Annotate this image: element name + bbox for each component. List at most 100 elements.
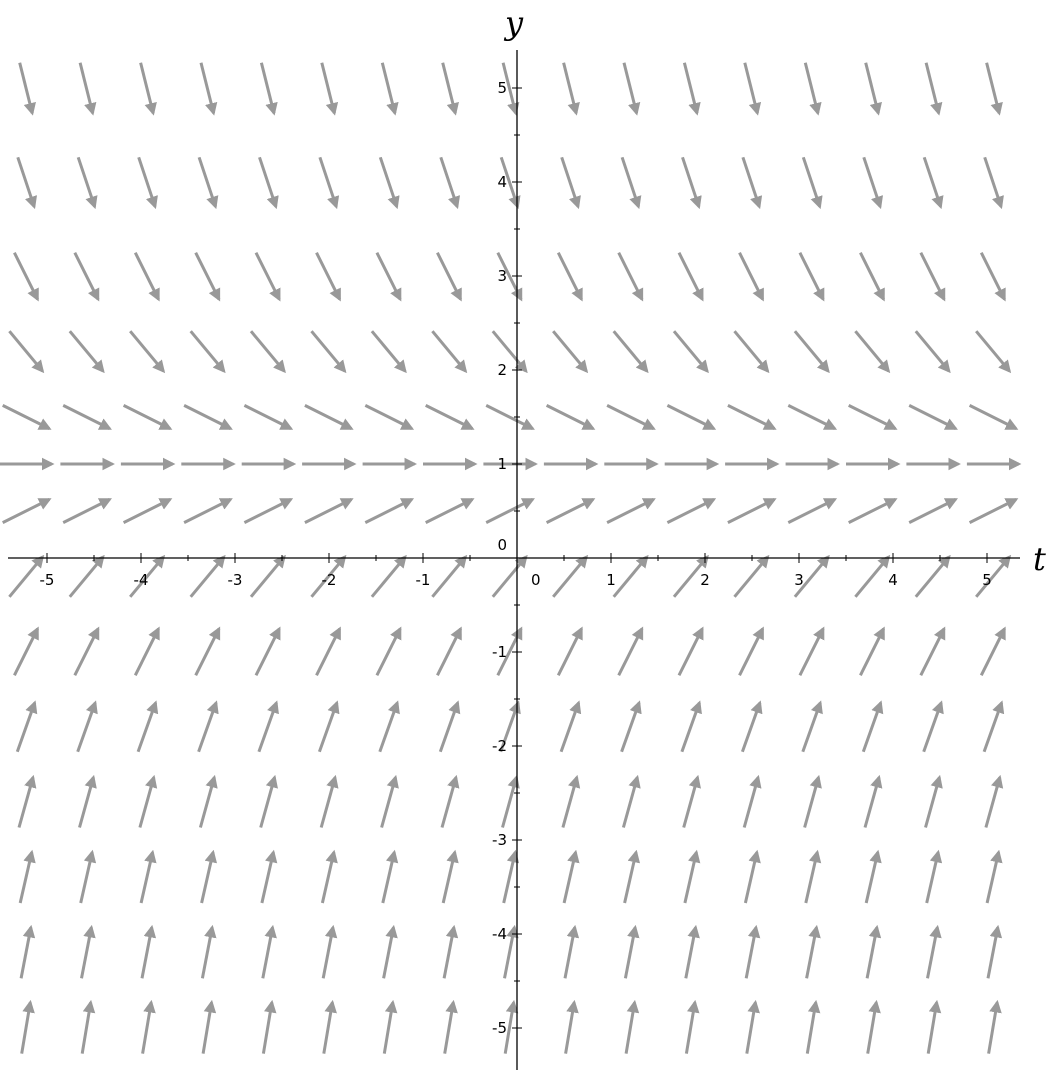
slope-arrow-r11-c10 — [623, 849, 641, 904]
slope-arrow-r12-c16 — [986, 924, 1003, 979]
slope-arrow-r12-c6 — [382, 924, 398, 979]
slope-arrow-r8-c12 — [738, 626, 765, 676]
slope-arrow-r7-c16 — [975, 554, 1012, 598]
slope-arrow-r13-c13 — [805, 999, 821, 1054]
slope-arrow-r8-c1 — [73, 626, 100, 676]
slope-arrow-r1-c4 — [258, 156, 279, 210]
slope-arrow-r9-c7 — [438, 700, 461, 753]
slope-arrow-r3-c8 — [491, 330, 528, 374]
slope-arrow-r3-c10 — [612, 330, 649, 374]
slope-arrow-r9-c4 — [257, 700, 279, 753]
slope-arrow-r8-c0 — [13, 626, 39, 676]
slope-arrow-r8-c14 — [859, 626, 885, 676]
slope-arrow-r6-c3 — [183, 498, 233, 524]
slope-arrow-r4-c13 — [787, 404, 838, 430]
slope-arrow-r0-c13 — [803, 62, 822, 116]
slope-arrow-r7-c7 — [431, 554, 468, 598]
slope-arrow-r0-c0 — [18, 62, 36, 116]
slope-arrow-r11-c7 — [441, 849, 459, 904]
t-tick-label-1: -4 — [134, 571, 149, 589]
slope-arrow-r10-c12 — [742, 774, 762, 828]
slope-arrow-r4-c16 — [968, 404, 1019, 430]
slope-arrow-r9-c11 — [680, 700, 702, 753]
slope-arrow-r6-c6 — [364, 498, 415, 524]
slope-arrow-r6-c16 — [968, 498, 1019, 524]
slope-arrow-r8-c4 — [254, 626, 281, 676]
slope-arrow-r2-c0 — [13, 252, 39, 302]
y-tick-label-3: -2 — [492, 737, 507, 755]
slope-arrow-r11-c13 — [804, 849, 822, 904]
slope-arrow-r13-c6 — [382, 999, 398, 1054]
slope-arrow-r0-c12 — [743, 62, 762, 116]
slope-arrow-r7-c10 — [612, 554, 649, 598]
slope-arrow-r7-c9 — [552, 554, 589, 598]
slope-arrow-r8-c2 — [133, 626, 160, 676]
slope-arrow-r3-c16 — [975, 330, 1012, 374]
slope-arrow-r6-c9 — [545, 498, 596, 524]
t-tick-label-4: -1 — [416, 571, 431, 589]
slope-arrow-r13-c9 — [564, 999, 579, 1054]
slope-arrow-r1-c10 — [620, 156, 642, 210]
y-tick-label-7: 2 — [497, 361, 507, 379]
slope-arrow-r2-c16 — [979, 252, 1006, 302]
slope-arrow-r8-c5 — [315, 626, 342, 676]
slope-arrow-r9-c2 — [136, 700, 159, 753]
slope-arrow-r2-c5 — [315, 252, 342, 302]
slope-arrow-r1-c0 — [16, 156, 38, 210]
slope-arrow-r6-c7 — [425, 498, 475, 524]
slope-arrow-r7-c12 — [733, 554, 770, 598]
slope-arrow-r1-c5 — [318, 156, 340, 210]
slope-arrow-r7-c6 — [370, 554, 407, 598]
slope-arrow-r11-c1 — [79, 849, 97, 904]
slope-arrow-r6-c1 — [62, 498, 112, 524]
slope-arrow-r12-c12 — [744, 924, 761, 979]
t-axis-label: t — [1033, 540, 1046, 578]
slope-arrow-r10-c10 — [621, 774, 641, 828]
slope-arrow-r6-c10 — [606, 498, 656, 524]
slope-arrow-r4-c2 — [122, 404, 173, 430]
slope-arrow-r4-c10 — [606, 404, 656, 430]
slope-arrow-r13-c12 — [745, 999, 760, 1054]
slope-arrow-r13-c3 — [201, 999, 217, 1054]
slope-arrow-r9-c15 — [922, 700, 944, 753]
slope-arrow-r0-c10 — [622, 62, 641, 116]
slope-arrow-r7-c5 — [310, 554, 347, 598]
slope-arrow-r0-c15 — [924, 62, 943, 116]
y-tick-label-9: 4 — [497, 173, 507, 191]
slope-arrow-r10-c14 — [863, 774, 883, 828]
slope-arrow-r8-c3 — [194, 626, 221, 676]
t-tick-label-origin: 0 — [531, 571, 541, 589]
slope-arrow-r9-c6 — [378, 700, 400, 753]
slope-arrow-r4-c15 — [908, 404, 958, 430]
slope-arrow-r0-c6 — [380, 62, 399, 116]
slope-arrow-r12-c7 — [442, 924, 459, 979]
slope-arrow-r9-c5 — [317, 700, 340, 753]
slope-arrow-r11-c6 — [381, 849, 399, 904]
slope-arrow-r3-c15 — [914, 330, 951, 374]
slope-arrow-r0-c9 — [562, 62, 580, 116]
slope-arrow-r8-c6 — [375, 626, 402, 676]
slope-arrow-r4-c1 — [62, 404, 112, 430]
slope-arrow-r0-c11 — [682, 62, 701, 116]
slope-arrow-r7-c14 — [854, 554, 891, 598]
slope-arrow-r13-c4 — [261, 999, 277, 1054]
slope-arrow-r10-c2 — [138, 774, 158, 828]
t-tick-label-7: 2 — [700, 571, 710, 589]
slope-arrow-r10-c13 — [803, 774, 822, 828]
slope-arrow-r11-c4 — [260, 849, 278, 904]
slope-arrow-r11-c12 — [743, 849, 761, 904]
slope-arrow-r9-c1 — [76, 700, 98, 753]
slope-arrow-r3-c1 — [68, 330, 105, 374]
slope-arrow-r2-c4 — [254, 252, 281, 302]
slope-arrow-r6-c12 — [727, 498, 777, 524]
slope-arrow-r6-c15 — [908, 498, 958, 524]
slope-arrow-r2-c6 — [375, 252, 402, 302]
slope-arrow-r12-c4 — [261, 924, 277, 979]
slope-arrow-r12-c0 — [19, 924, 36, 979]
slope-arrow-r3-c7 — [431, 330, 468, 374]
slope-arrow-r11-c14 — [864, 849, 882, 904]
slope-arrow-r10-c5 — [319, 774, 339, 828]
t-tick-label-9: 4 — [888, 571, 898, 589]
slope-arrow-r13-c5 — [322, 999, 337, 1054]
